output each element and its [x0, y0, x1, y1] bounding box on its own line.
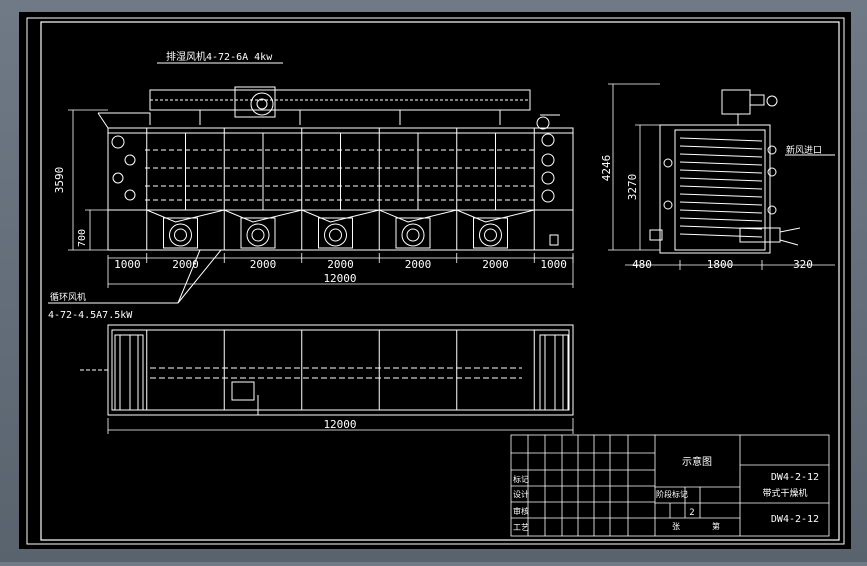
front-segment-labels: 1000 2000 2000 2000 2000 2000 1000 [114, 258, 567, 271]
title-block-row-label: 工艺 [513, 523, 529, 532]
side-dim-right: 320 [793, 258, 813, 271]
exhaust-fan [234, 86, 276, 118]
dim-height-lower: 700 [77, 229, 88, 247]
circulation-fan-label: 循环风机 [50, 291, 86, 303]
exhaust-fan-label: 排湿风机4-72-6A 4kw [166, 50, 273, 63]
side-dim-left: 480 [632, 258, 652, 271]
circulation-fan [395, 217, 431, 249]
dim-height-total: 3590 [53, 167, 66, 194]
segment-dim-label: 2000 [250, 258, 277, 271]
circulation-fan [473, 217, 508, 249]
circulation-fan [318, 217, 353, 249]
dryer-body [107, 127, 574, 251]
inner-border [40, 21, 840, 541]
outer-border [26, 17, 845, 545]
side-view [649, 89, 835, 254]
drawing-sheet [19, 12, 851, 549]
side-body [659, 124, 771, 254]
front-view [48, 62, 574, 304]
title-block-row-label: 标记 [513, 474, 529, 484]
plan-dimensions [107, 418, 574, 434]
side-dim-mid: 1800 [707, 258, 734, 271]
circulation-fan [240, 217, 276, 249]
dim-length-total: 12000 [323, 272, 356, 285]
exhaust-fan-rotor [250, 92, 274, 116]
front-dimensions [68, 109, 574, 288]
title-block [510, 434, 830, 537]
segment-dim-label: 1000 [540, 258, 567, 271]
of-label: 第 [712, 521, 720, 531]
title-block-row-label: 审核 [513, 506, 529, 516]
drawing-number-bottom: DW4-2-12 [771, 514, 819, 525]
plan-view [80, 324, 574, 416]
drawing-number-top: DW4-2-12 [771, 472, 819, 483]
sheet-count: 2 [689, 508, 694, 518]
plan-fan-motor [231, 381, 255, 401]
segment-dim-label: 1000 [114, 258, 141, 271]
side-dim-height-total: 4246 [600, 155, 613, 182]
stage-label: 阶段标记 [656, 489, 688, 499]
sheet-title: 示意图 [682, 455, 712, 468]
sheet-label: 张 [672, 522, 680, 531]
segment-dim-label: 2000 [482, 258, 509, 271]
plan-dim-length-total: 12000 [323, 418, 356, 431]
circulation-fan [163, 217, 198, 249]
fresh-air-inlet-label: 新风进口 [786, 144, 822, 156]
segment-dim-label: 2000 [405, 258, 432, 271]
circulation-fan-model: 4-72-4.5A7.5kW [48, 310, 133, 321]
title-block-row-label: 设计 [513, 489, 529, 499]
product-name: 带式干燥机 [762, 487, 807, 499]
segment-dim-label: 2000 [172, 258, 199, 271]
side-dimensions [608, 83, 835, 270]
segment-dim-label: 2000 [327, 258, 354, 271]
side-dim-height-body: 3270 [626, 174, 639, 201]
